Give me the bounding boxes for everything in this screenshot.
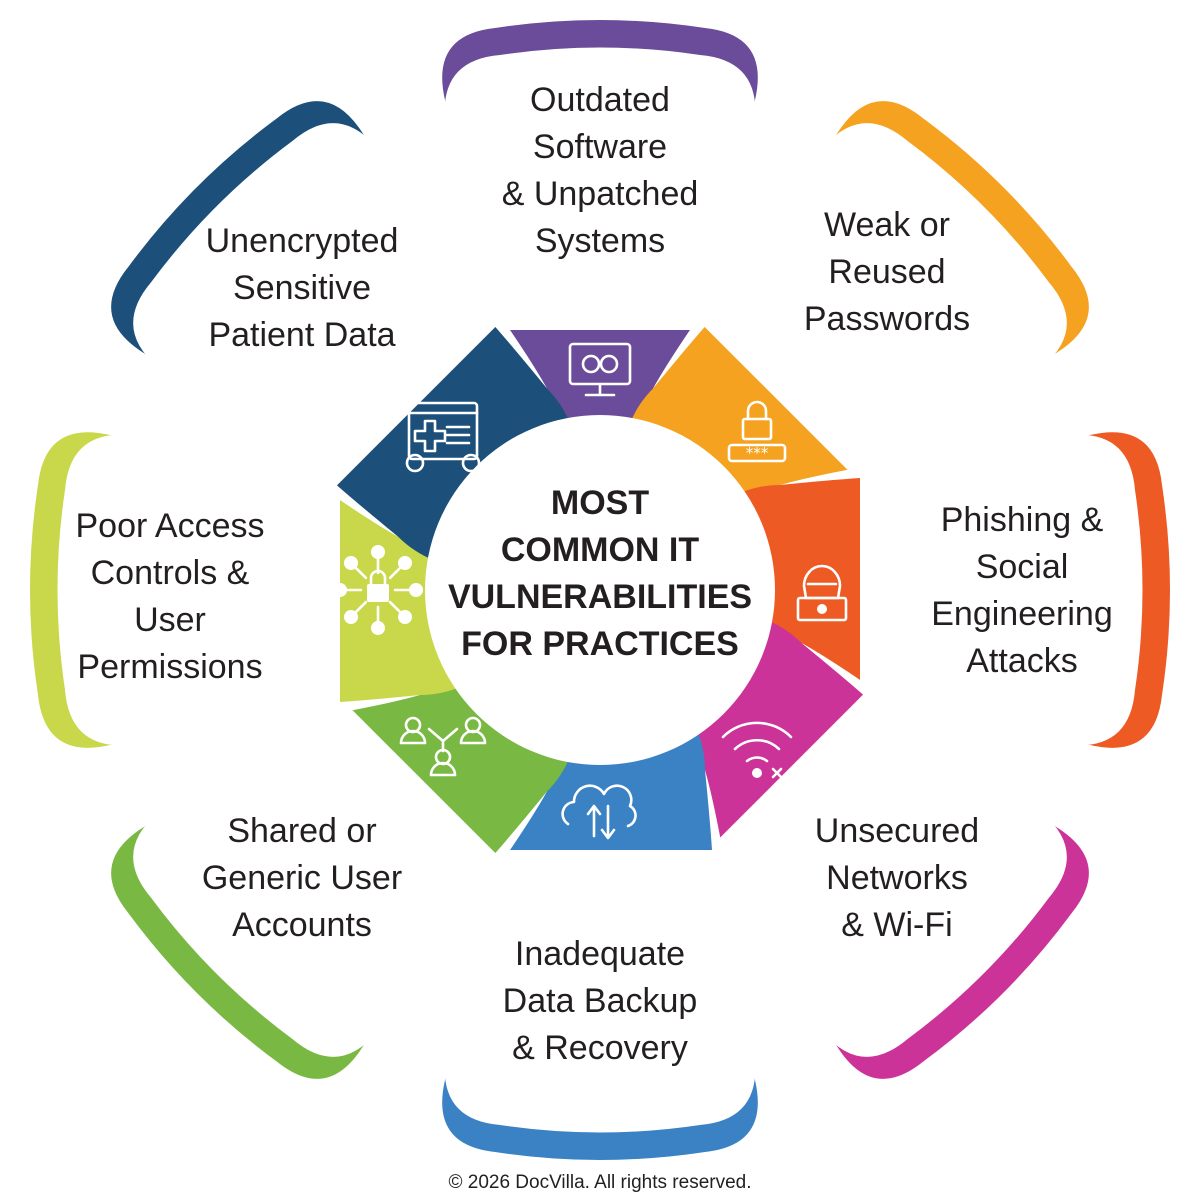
label-access-controls: Poor Access Controls & User Permissions [40, 503, 300, 691]
petal-phishing-panel [780, 434, 1143, 746]
label-weak-passwords: Weak or Reused Passwords [757, 202, 1017, 343]
label-line: Poor Access [75, 507, 265, 545]
label-line: Weak or [824, 206, 950, 244]
label-line: Outdated [530, 81, 670, 119]
label-line: Generic User [201, 859, 403, 897]
medical-record-icon [405, 401, 481, 473]
label-line: Controls & [90, 554, 250, 592]
center-title: MOST COMMON IT VULNERABILITIES FOR PRACT… [430, 480, 770, 668]
label-line: & Unpatched [501, 175, 699, 213]
label-phishing: Phishing & Social Engineering Attacks [892, 497, 1152, 685]
label-line: Engineering [931, 595, 1113, 633]
label-line: Phishing & [940, 501, 1104, 539]
label-line: Networks [826, 859, 968, 897]
label-line: Systems [534, 222, 666, 260]
label-line: Reused [828, 253, 946, 291]
petal-data-backup-panel [444, 770, 756, 1133]
wifi-x-icon [721, 721, 793, 779]
label-data-backup: Inadequate Data Backup & Recovery [470, 931, 730, 1072]
svg-text:***: *** [746, 444, 769, 462]
label-line: Social [975, 548, 1069, 586]
label-line: & Wi-Fi [841, 906, 953, 944]
petal-outdated-software-panel [444, 47, 756, 410]
label-line: Sensitive [233, 269, 371, 307]
label-line: Attacks [966, 642, 1078, 680]
label-line: Inadequate [514, 935, 686, 973]
petal-access-controls [30, 432, 525, 748]
label-line: User [134, 601, 206, 639]
label-line: Shared or [227, 812, 377, 850]
label-shared-accounts: Shared or Generic User Accounts [172, 808, 432, 949]
center-title-line-2: COMMON IT [500, 531, 700, 569]
label-line: Unencrypted [205, 222, 399, 260]
copyright-notice: © 2026 DocVilla. All rights reserved. [448, 1172, 752, 1193]
lock-network-icon [333, 545, 423, 635]
cloud-sync-icon [561, 784, 637, 840]
label-outdated-software: Outdated Software & Unpatched Systems [470, 77, 730, 265]
petal-access-controls-panel [57, 434, 420, 746]
label-line: Accounts [232, 906, 372, 944]
users-network-icon [399, 716, 487, 777]
monitor-gears-icon [568, 342, 632, 397]
label-line: Permissions [77, 648, 263, 686]
padlock-password-icon: *** [727, 400, 787, 463]
center-title-line-3: VULNERABILITIES [447, 578, 753, 616]
label-line: Unsecured [814, 812, 980, 850]
hacker-laptop-icon [796, 564, 848, 622]
label-line: Data Backup [502, 982, 698, 1020]
label-unsecured-networks: Unsecured Networks & Wi-Fi [767, 808, 1027, 949]
label-line: Passwords [803, 300, 971, 338]
center-title-line-1: MOST [550, 484, 650, 522]
label-line: & Recovery [512, 1029, 688, 1067]
label-unencrypted-data: Unencrypted Sensitive Patient Data [172, 218, 432, 359]
center-disc [425, 415, 775, 765]
center-title-line-4: FOR PRACTICES [461, 625, 739, 663]
label-line: Patient Data [208, 316, 396, 354]
label-line: Software [532, 128, 668, 166]
